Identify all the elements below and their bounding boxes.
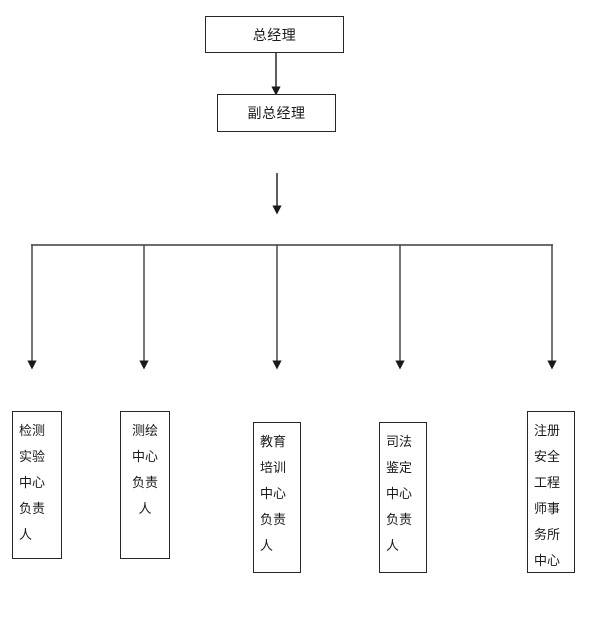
node-registered-safety-engineer-office-head[interactable]: 注册安全工程师事务所中心负责 [527, 411, 575, 573]
node-general-manager-label: 总经理 [252, 27, 297, 44]
node-education-training-center-head[interactable]: 教育培训中心负责人 [253, 422, 301, 573]
node-judicial-appraisal-center-head[interactable]: 司法鉴定中心负责人 [379, 422, 427, 573]
node-general-manager[interactable]: 总经理 [205, 16, 344, 53]
node-testing-lab-center-head[interactable]: 检测实验中心负责人 [12, 411, 62, 559]
node-deputy-general-manager[interactable]: 副总经理 [217, 94, 336, 132]
node-surveying-center-head[interactable]: 测绘中心负责人 [120, 411, 170, 559]
node-deputy-general-manager-label: 副总经理 [247, 106, 306, 122]
